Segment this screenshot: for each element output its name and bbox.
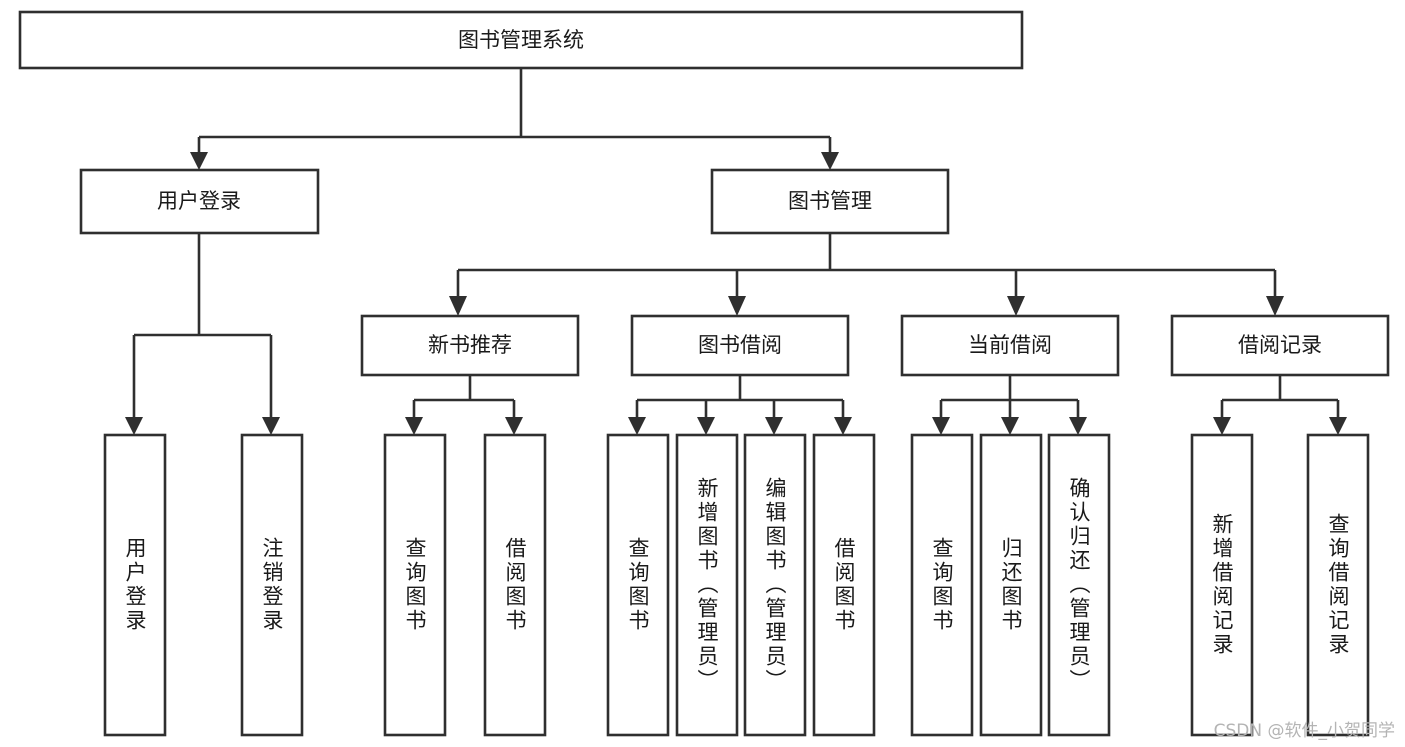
connector-layer [125,68,1347,435]
node-new-book-rec-label: 新书推荐 [428,333,512,357]
node-book-mgmt[interactable]: 图书管理 [710,168,950,235]
node-root-box[interactable] [18,10,1024,70]
node-leaf-query-book-a-label: 查询图书 [403,537,427,633]
node-leaf-query-book-a-box[interactable] [383,433,447,737]
arrowhead-leaf-query-book-a [405,417,423,435]
arrowhead-book-mgmt [821,152,839,170]
node-user-login-box[interactable] [79,168,320,235]
arrowhead-leaf-query-book-c [932,417,950,435]
node-leaf-logout-label: 注销登录 [260,537,284,633]
node-leaf-return-book-box[interactable] [979,433,1043,737]
node-book-borrow[interactable]: 图书借阅 [630,314,850,377]
arrowhead-leaf-edit-book [765,417,783,435]
node-leaf-borrow-book-b[interactable]: 借阅图书 [812,433,876,737]
arrowhead-book-borrow [728,296,746,316]
node-new-book-rec-box[interactable] [360,314,580,377]
node-leaf-query-record-box[interactable] [1306,433,1370,737]
node-leaf-user-login-box[interactable] [103,433,167,737]
node-leaf-query-book-b[interactable]: 查询图书 [606,433,670,737]
node-leaf-borrow-book-a-label: 借阅图书 [503,537,527,633]
node-leaf-borrow-book-b-label: 借阅图书 [832,537,856,633]
arrowhead-leaf-borrow-book-b [834,417,852,435]
arrowhead-leaf-return-book [1001,417,1019,435]
node-current-borrow-label: 当前借阅 [968,333,1052,357]
node-current-borrow[interactable]: 当前借阅 [900,314,1120,377]
node-book-borrow-label: 图书借阅 [698,333,782,357]
node-leaf-edit-book-label: 编辑图书（管理员） [763,477,787,693]
arrowhead-leaf-query-book-b [628,417,646,435]
arrowhead-user-login [190,152,208,170]
node-leaf-borrow-book-b-box[interactable] [812,433,876,737]
node-leaf-borrow-book-a-box[interactable] [483,433,547,737]
arrowhead-leaf-borrow-book-a [505,417,523,435]
node-leaf-user-login[interactable]: 用户登录 [103,433,167,737]
node-leaf-add-record-box[interactable] [1190,433,1254,737]
node-user-login[interactable]: 用户登录 [79,168,320,235]
arrowhead-borrow-record [1266,296,1284,316]
arrowhead-leaf-add-book [697,417,715,435]
node-book-mgmt-label: 图书管理 [788,189,872,213]
node-leaf-logout-box[interactable] [240,433,304,737]
node-leaf-query-record-label: 查询借阅记录 [1326,513,1350,657]
node-leaf-query-book-c-label: 查询图书 [930,537,954,633]
node-borrow-record-box[interactable] [1170,314,1390,377]
arrowhead-leaf-confirm-return [1069,417,1087,435]
arrowhead-leaf-user-login [125,417,143,435]
node-new-book-rec[interactable]: 新书推荐 [360,314,580,377]
node-leaf-borrow-book-a[interactable]: 借阅图书 [483,433,547,737]
node-leaf-add-record[interactable]: 新增借阅记录 [1190,433,1254,737]
node-leaf-add-book-label: 新增图书（管理员） [695,477,719,693]
node-user-login-label: 用户登录 [157,189,241,213]
arrowhead-new-book-rec [449,296,467,316]
node-borrow-record-label: 借阅记录 [1238,333,1322,357]
node-leaf-add-record-label: 新增借阅记录 [1210,513,1234,657]
arrowhead-current-borrow [1007,296,1025,316]
node-leaf-confirm-return-label: 确认归还（管理员） [1067,477,1091,693]
node-borrow-record[interactable]: 借阅记录 [1170,314,1390,377]
arrowhead-leaf-query-record [1329,417,1347,435]
node-current-borrow-box[interactable] [900,314,1120,377]
node-leaf-add-book[interactable]: 新增图书（管理员） [675,433,739,737]
node-leaf-confirm-return-box[interactable] [1047,433,1111,737]
node-leaf-query-book-b-label: 查询图书 [626,537,650,633]
arrowhead-leaf-logout [262,417,280,435]
node-leaf-edit-book[interactable]: 编辑图书（管理员） [743,433,807,737]
arrowhead-leaf-add-record [1213,417,1231,435]
node-leaf-add-book-box[interactable] [675,433,739,737]
node-leaf-query-record[interactable]: 查询借阅记录 [1306,433,1370,737]
node-leaf-user-login-label: 用户登录 [123,537,147,633]
node-leaf-return-book[interactable]: 归还图书 [979,433,1043,737]
node-leaf-edit-book-box[interactable] [743,433,807,737]
node-leaf-query-book-c-box[interactable] [910,433,974,737]
node-book-borrow-box[interactable] [630,314,850,377]
node-leaf-confirm-return[interactable]: 确认归还（管理员） [1047,433,1111,737]
node-leaf-query-book-c[interactable]: 查询图书 [910,433,974,737]
node-root-label: 图书管理系统 [458,28,584,52]
node-leaf-query-book-b-box[interactable] [606,433,670,737]
node-leaf-logout[interactable]: 注销登录 [240,433,304,737]
node-book-mgmt-box[interactable] [710,168,950,235]
node-leaf-query-book-a[interactable]: 查询图书 [383,433,447,737]
node-leaf-return-book-label: 归还图书 [999,537,1023,633]
node-root[interactable]: 图书管理系统 [18,10,1024,70]
